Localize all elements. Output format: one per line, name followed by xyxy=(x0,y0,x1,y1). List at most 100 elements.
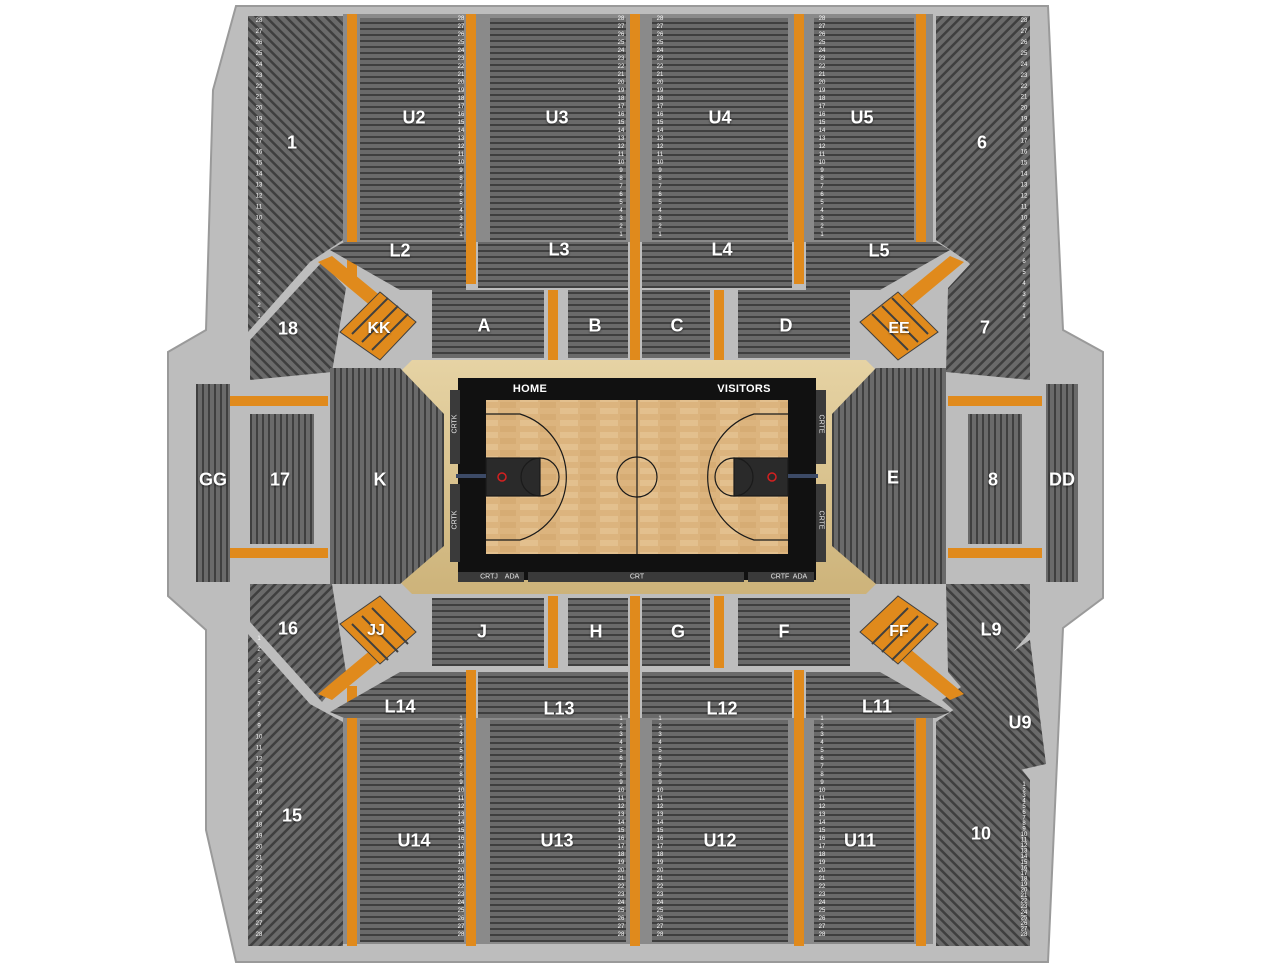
section-L2[interactable] xyxy=(330,242,466,290)
section-EE[interactable] xyxy=(859,291,939,361)
tag-crtk-2[interactable]: CRTK xyxy=(451,510,459,530)
section-DD[interactable] xyxy=(1046,384,1078,582)
section-1[interactable] xyxy=(248,16,343,332)
section-8[interactable] xyxy=(968,414,1022,544)
section-16[interactable] xyxy=(250,584,346,702)
row-number: 3 xyxy=(658,732,662,738)
row-number: 21 xyxy=(618,72,625,78)
section-JJ[interactable] xyxy=(339,595,417,665)
section-U9[interactable] xyxy=(942,640,1046,770)
section-L3[interactable] xyxy=(478,242,628,288)
row-number: 18 xyxy=(458,96,465,102)
row-number: 11 xyxy=(618,796,625,802)
row-number: 12 xyxy=(256,193,263,199)
row-number: 12 xyxy=(1021,193,1028,199)
row-number: 3 xyxy=(257,658,261,664)
section-G[interactable] xyxy=(642,598,710,666)
row-number: 13 xyxy=(1021,182,1028,188)
section-6[interactable] xyxy=(936,16,1030,330)
section-U11[interactable] xyxy=(814,720,914,942)
row-number: 4 xyxy=(820,208,824,214)
section-B[interactable] xyxy=(568,290,628,358)
row-number: 20 xyxy=(819,80,826,86)
section-GG[interactable] xyxy=(196,384,230,582)
section-L9[interactable] xyxy=(946,584,1030,700)
section-L13[interactable] xyxy=(478,672,628,718)
section-H[interactable] xyxy=(568,598,628,666)
section-17[interactable] xyxy=(250,414,314,544)
tag-crtj[interactable]: CRTJ xyxy=(480,573,498,581)
row-number: 14 xyxy=(657,128,664,134)
section-U4[interactable] xyxy=(652,18,788,240)
row-number: 9 xyxy=(820,780,824,786)
section-18[interactable] xyxy=(250,262,346,380)
row-number: 16 xyxy=(618,112,625,118)
section-U14[interactable] xyxy=(360,720,464,942)
section-10[interactable] xyxy=(936,700,1030,946)
section-L14[interactable] xyxy=(330,672,466,718)
row-number: 24 xyxy=(458,48,465,54)
corner-row-lines xyxy=(351,297,929,661)
row-number: 24 xyxy=(657,48,664,54)
row-number: 20 xyxy=(458,868,465,874)
row-number: 5 xyxy=(658,748,662,754)
visitors-hoop xyxy=(767,472,777,482)
row-number: 12 xyxy=(458,804,465,810)
section-U2[interactable] xyxy=(360,18,464,240)
section-C[interactable] xyxy=(642,290,710,358)
section-U13[interactable] xyxy=(490,720,626,942)
tag-crtk-1[interactable]: CRTK xyxy=(451,414,459,434)
section-U12[interactable] xyxy=(652,720,788,942)
crte-bar-2 xyxy=(816,484,826,562)
tag-crtf[interactable]: CRTF xyxy=(770,573,790,581)
row-number: 23 xyxy=(819,56,826,62)
tag-crte-2[interactable]: CRTE xyxy=(817,510,825,530)
section-D[interactable] xyxy=(738,290,850,358)
section-FF[interactable] xyxy=(859,595,939,665)
section-E[interactable] xyxy=(832,368,946,584)
row-number: 26 xyxy=(618,916,625,922)
section-F[interactable] xyxy=(738,598,850,666)
row-number: 13 xyxy=(458,812,465,818)
row-number: 8 xyxy=(1022,237,1026,243)
row-number: 6 xyxy=(658,192,662,198)
row-number: 3 xyxy=(257,292,261,298)
row-number: 27 xyxy=(819,24,826,30)
section-7[interactable] xyxy=(946,262,1030,380)
row-number: 17 xyxy=(458,844,465,850)
section-L11[interactable] xyxy=(806,672,950,718)
row-number: 15 xyxy=(1021,860,1028,866)
section-15[interactable] xyxy=(248,634,343,946)
row-number: 9 xyxy=(1022,226,1026,232)
upper-aisles xyxy=(347,14,926,946)
row-number: 8 xyxy=(619,772,623,778)
tag-crte-1[interactable]: CRTE xyxy=(817,414,825,434)
row-number: 12 xyxy=(618,144,625,150)
section-L5[interactable] xyxy=(806,242,950,290)
row-number: 15 xyxy=(819,120,826,126)
row-number: 2 xyxy=(658,724,662,730)
row-number: 16 xyxy=(819,112,826,118)
row-number: 15 xyxy=(657,120,664,126)
row-number: 28 xyxy=(256,932,263,938)
tag-crt[interactable]: CRT xyxy=(629,573,645,581)
section-L12[interactable] xyxy=(642,672,792,718)
section-L4[interactable] xyxy=(642,242,792,288)
section-K[interactable] xyxy=(330,368,444,584)
row-number: 27 xyxy=(618,24,625,30)
row-number: 9 xyxy=(459,168,463,174)
section-U3[interactable] xyxy=(490,18,626,240)
section-A[interactable] xyxy=(432,290,544,358)
section-J[interactable] xyxy=(432,598,544,666)
row-number: 23 xyxy=(618,892,625,898)
row-number: 26 xyxy=(458,916,465,922)
row-number: 11 xyxy=(819,796,826,802)
section-U5[interactable] xyxy=(814,18,914,240)
row-number: 28 xyxy=(657,16,664,22)
row-number: 1 xyxy=(257,636,261,642)
row-number: 19 xyxy=(458,88,465,94)
row-number: 19 xyxy=(618,860,625,866)
row-number: 24 xyxy=(1021,910,1028,916)
row-number: 28 xyxy=(819,16,826,22)
